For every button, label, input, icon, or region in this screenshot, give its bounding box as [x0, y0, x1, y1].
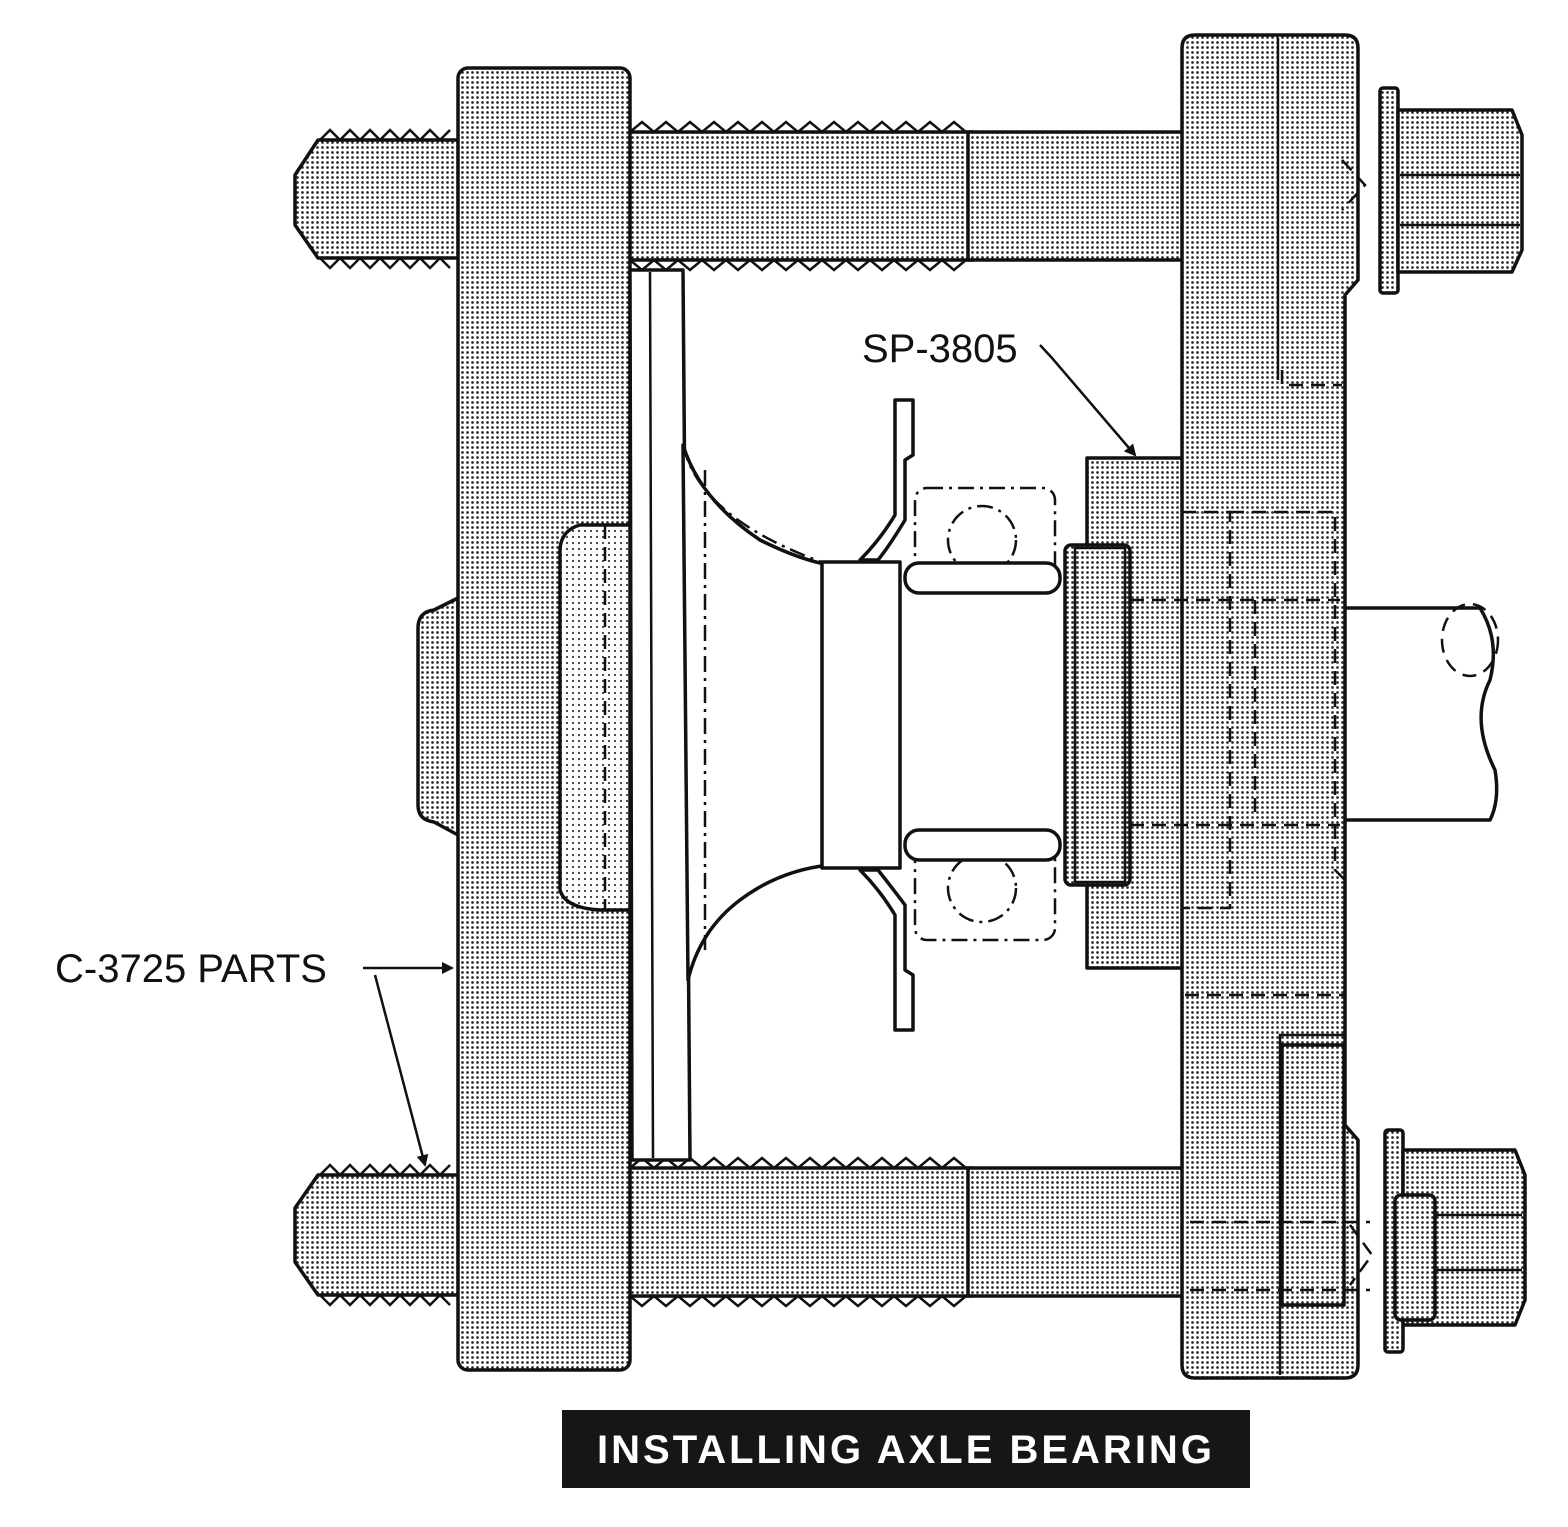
left-press-plate: [416, 66, 632, 1372]
sp-3805-label: SP-3805: [862, 327, 1018, 371]
bottom-nut: [1383, 1128, 1527, 1354]
caption-text: INSTALLING AXLE BEARING: [597, 1428, 1215, 1472]
figure-caption: INSTALLING AXLE BEARING: [562, 1410, 1250, 1488]
top-threaded-rod: [293, 120, 1185, 272]
axle-shaft: [1338, 602, 1500, 822]
bottom-threaded-rod: [293, 1156, 1185, 1308]
right-puller-plate: [1130, 33, 1374, 1380]
axle-flange: [558, 268, 902, 1162]
sp-3805-callout: SP-3805: [862, 327, 1137, 457]
axle-bearing: [858, 398, 1062, 1032]
caption-background: [562, 1410, 1250, 1488]
c-3725-parts-label: C-3725 PARTS: [55, 947, 327, 991]
sp-3805-adapter: [1063, 456, 1189, 970]
top-nut: [1378, 86, 1524, 295]
c-3725-callout: C-3725 PARTS: [55, 947, 454, 1167]
